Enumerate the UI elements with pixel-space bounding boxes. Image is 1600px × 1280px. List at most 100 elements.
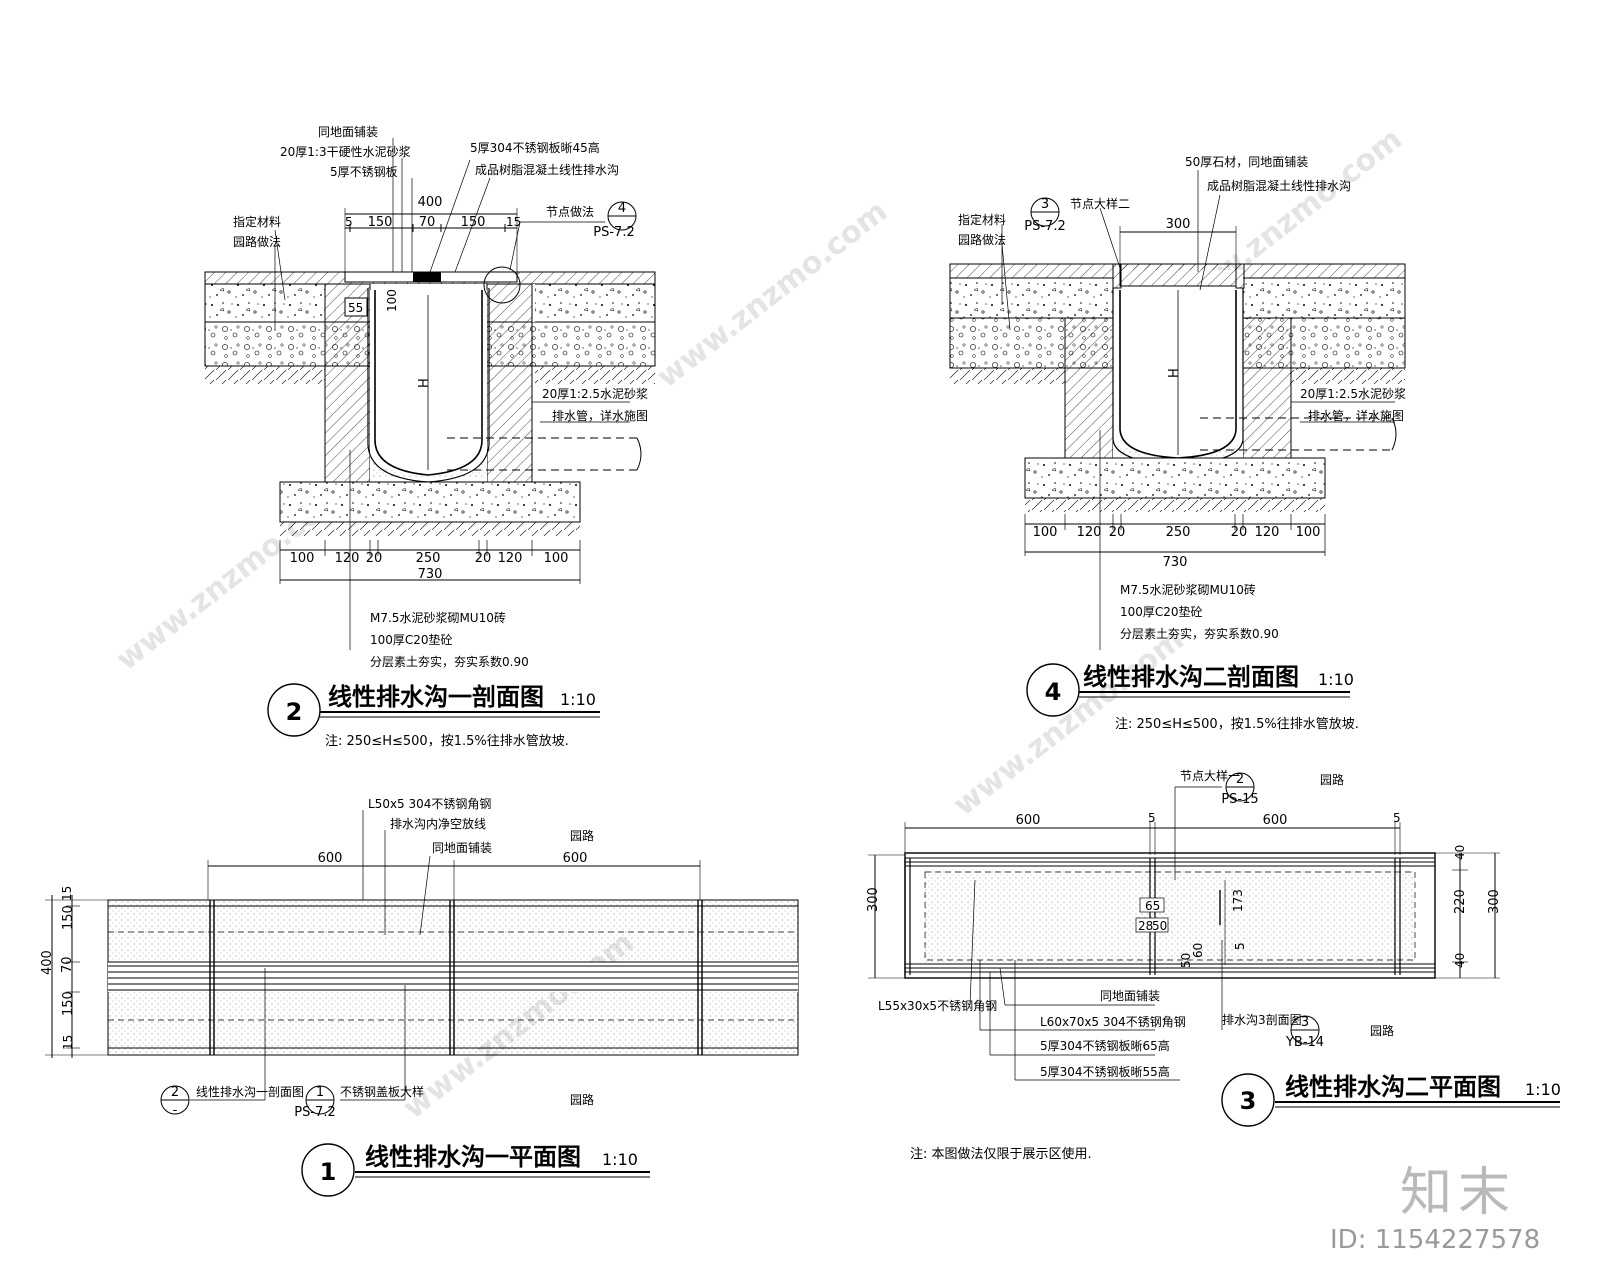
label: 节点做法 — [546, 204, 594, 219]
label: 50厚石材，同地面铺装 — [1185, 155, 1308, 169]
label: L50x5 304不锈钢角钢 — [368, 797, 491, 811]
label: 园路 — [570, 1092, 594, 1107]
dim: 40 — [1453, 953, 1467, 968]
dim: 600 — [318, 851, 343, 866]
dim: 600 — [563, 851, 588, 866]
label: 20厚1:2.5水泥砂浆 — [542, 386, 648, 401]
watermark-brand: 知末 — [1400, 1163, 1517, 1223]
section-2-text: 同地面铺装 20厚1:3干硬性水泥砂浆 5厚不锈钢板 指定材料 园路做法 5厚3… — [233, 125, 648, 749]
height-label: H — [417, 378, 432, 388]
ref-sheet: PS-7.2 — [294, 1105, 335, 1120]
note: 注: 本图做法仅限于展示区使用. — [910, 1146, 1092, 1162]
dim: 50 — [1179, 953, 1193, 968]
label: L60x70x5 304不锈钢角钢 — [1040, 1015, 1186, 1029]
dim: 300 — [1166, 217, 1191, 232]
label: M7.5水泥砂浆砌MU10砖 — [1120, 582, 1256, 597]
dim-total: 730 — [1163, 555, 1188, 570]
label: 同地面铺装 — [432, 841, 492, 855]
ref-label: 节点大样二 — [1070, 196, 1130, 211]
dim: 100 — [1033, 525, 1058, 540]
plan-3-text: 节点大样一 2 PS-15 园路 600 5 600 5 300 40 220 … — [866, 768, 1561, 1162]
label: 成品树脂混凝土线性排水沟 — [1207, 178, 1351, 193]
label: 同地面铺装 — [318, 125, 378, 139]
ref-label: 线性排水沟一剖面图 — [196, 1085, 304, 1099]
dim-total: 300 — [1487, 889, 1502, 914]
dim: 120 — [1077, 525, 1102, 540]
label: L55x30x5不锈钢角钢 — [878, 999, 997, 1013]
dim: 70 — [419, 215, 436, 230]
dim-total: 400 — [40, 950, 55, 975]
ref-number: 1 — [316, 1085, 324, 1100]
ref-sheet: - — [173, 1103, 178, 1118]
note: 注: 250≤H≤500，按1.5%往排水管放坡. — [1115, 717, 1359, 732]
view-number: 4 — [1045, 678, 1062, 706]
dim: 65 — [1145, 899, 1160, 913]
view-scale: 1:10 — [560, 690, 596, 709]
dim: 15 — [61, 1035, 75, 1050]
dim: 250 — [1166, 525, 1191, 540]
ref-number: 4 — [618, 201, 626, 216]
ref-number: 3 — [1041, 197, 1049, 212]
plan-3-drawing — [868, 772, 1560, 1127]
section-2-drawing — [204, 138, 656, 737]
view-scale: 1:10 — [1318, 670, 1354, 689]
ref-label: 节点大样一 — [1180, 768, 1240, 783]
dim: 150 — [61, 991, 76, 1016]
ref-sheet: PS-15 — [1221, 792, 1258, 807]
dim: 220 — [1453, 889, 1468, 914]
dim: 100 — [544, 551, 569, 566]
ref-label: 不锈钢盖板大样 — [340, 1084, 424, 1099]
dim: 28 — [1138, 919, 1153, 933]
dim: 5 — [345, 215, 353, 229]
label: 分层素土夯实，夯实系数0.90 — [1120, 626, 1279, 641]
view-number: 1 — [320, 1158, 337, 1186]
dim: 5 — [1148, 811, 1156, 825]
label: 排水管，详水施图 — [1308, 408, 1404, 423]
label: 园路做法 — [233, 234, 281, 249]
label: 5厚304不锈钢板晰65高 — [1040, 1038, 1170, 1053]
dim: 173 — [1231, 889, 1245, 912]
dim: 15 — [506, 215, 521, 229]
dim: 70 — [60, 956, 75, 973]
label: 排水沟3剖面图 — [1222, 1013, 1302, 1027]
label: 分层素土夯实，夯实系数0.90 — [370, 654, 529, 669]
dim: 55 — [348, 301, 363, 315]
dim: 100 — [385, 289, 399, 312]
height-label: H — [1167, 368, 1182, 378]
ref-number: 3 — [1301, 1015, 1309, 1030]
dim: 100 — [1296, 525, 1321, 540]
label: 指定材料 — [958, 212, 1006, 227]
dim: 20 — [1231, 525, 1248, 540]
label: 排水沟内净空放线 — [390, 816, 486, 831]
view-number: 3 — [1240, 1087, 1257, 1115]
view-title: 线性排水沟二平面图 — [1285, 1073, 1501, 1101]
label: 园路 — [1370, 1023, 1394, 1038]
dim-total: 730 — [418, 567, 443, 582]
label: 园路 — [570, 828, 594, 843]
dim: 150 — [368, 215, 393, 230]
dim: 400 — [418, 195, 443, 210]
view-title: 线性排水沟一剖面图 — [328, 683, 544, 711]
label: 20厚1:3干硬性水泥砂浆 — [280, 144, 411, 159]
plan-1-drawing — [45, 810, 799, 1197]
plan-1-text: L50x5 304不锈钢角钢 排水沟内净空放线 同地面铺装 园路 600 600… — [40, 797, 638, 1186]
dim: 600 — [1263, 813, 1288, 828]
dim: 120 — [335, 551, 360, 566]
label: 成品树脂混凝土线性排水沟 — [475, 162, 619, 177]
dim: 250 — [416, 551, 441, 566]
ref-sheet: PS-7.2 — [1024, 219, 1065, 234]
label: 园路做法 — [958, 232, 1006, 247]
label: 5厚不锈钢板 — [330, 165, 398, 179]
watermark-id: ID: 1154227578 — [1330, 1225, 1541, 1255]
dim: 5 — [1233, 942, 1247, 950]
label: 100厚C20垫砼 — [1120, 604, 1203, 619]
view-title: 线性排水沟二剖面图 — [1083, 663, 1299, 691]
dim: 40 — [1453, 845, 1467, 860]
label: 5厚304不锈钢板晰45高 — [470, 140, 600, 155]
dim: 150 — [61, 905, 76, 930]
dim: 60 — [1191, 943, 1205, 958]
label: 20厚1:2.5水泥砂浆 — [1300, 386, 1406, 401]
label: 排水管，详水施图 — [552, 408, 648, 423]
dim: 20 — [1109, 525, 1126, 540]
